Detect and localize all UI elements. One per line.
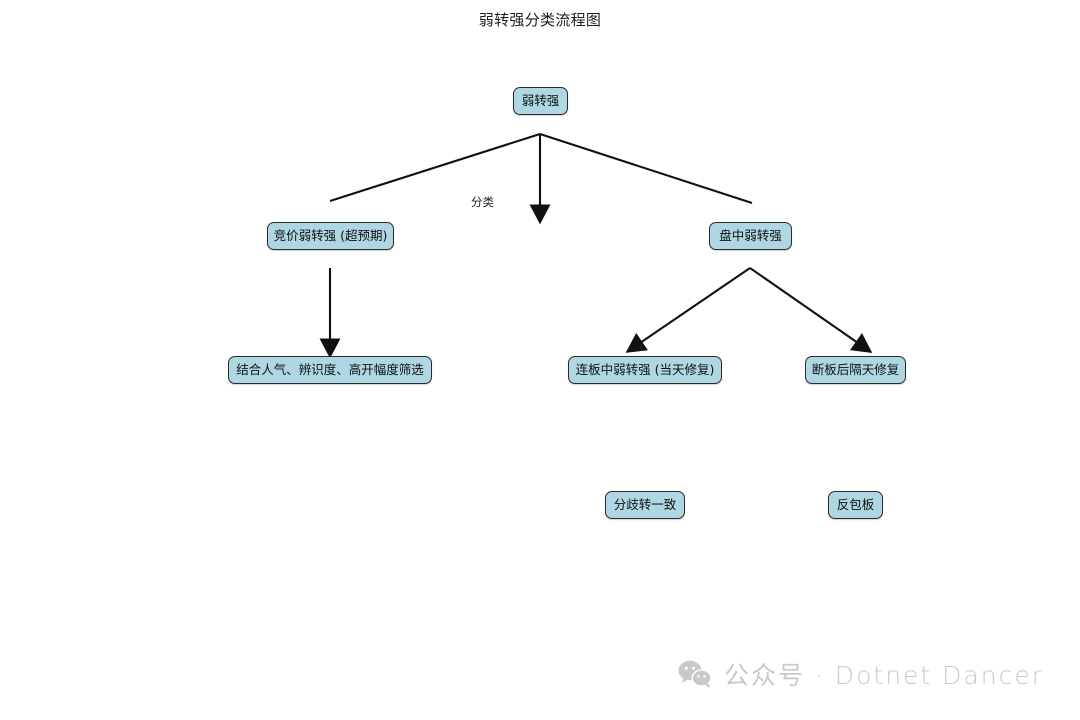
- edge-root-to-intraday: [539, 133, 753, 204]
- node-label: 结合人气、辨识度、高开幅度筛选: [236, 361, 424, 377]
- node-label: 分歧转一致: [613, 496, 677, 512]
- page-title: 弱转强分类流程图: [478, 11, 602, 29]
- node-label: 连板中弱转强 (当天修复): [575, 361, 715, 377]
- edge-intraday-to-sameday: [625, 267, 751, 353]
- node-nextday-repair[interactable]: 断板后隔天修复: [805, 356, 906, 384]
- node-root[interactable]: 弱转强: [513, 87, 568, 115]
- node-rebound[interactable]: 反包板: [828, 491, 883, 519]
- node-label: 断板后隔天修复: [811, 361, 900, 377]
- node-auction[interactable]: 竞价弱转强 (超预期): [267, 222, 394, 250]
- node-intraday[interactable]: 盘中弱转强: [709, 222, 792, 250]
- wechat-icon: [678, 660, 712, 688]
- edge-label-classify: 分类: [471, 195, 494, 209]
- node-consensus[interactable]: 分歧转一致: [605, 491, 685, 519]
- node-label: 盘中弱转强: [719, 227, 782, 243]
- node-label: 竞价弱转强 (超预期): [273, 227, 388, 243]
- watermark: 公众号 · Dotnet Dancer: [678, 656, 1044, 692]
- watermark-text: 公众号 · Dotnet Dancer: [724, 661, 1044, 690]
- node-label: 反包板: [836, 496, 875, 512]
- edge-intraday-to-nextday: [749, 267, 873, 353]
- node-sameday-repair[interactable]: 连板中弱转强 (当天修复): [568, 356, 722, 384]
- node-label: 弱转强: [521, 92, 560, 108]
- node-screening[interactable]: 结合人气、辨识度、高开幅度筛选: [228, 356, 432, 384]
- edge-root-to-auction: [329, 132, 541, 203]
